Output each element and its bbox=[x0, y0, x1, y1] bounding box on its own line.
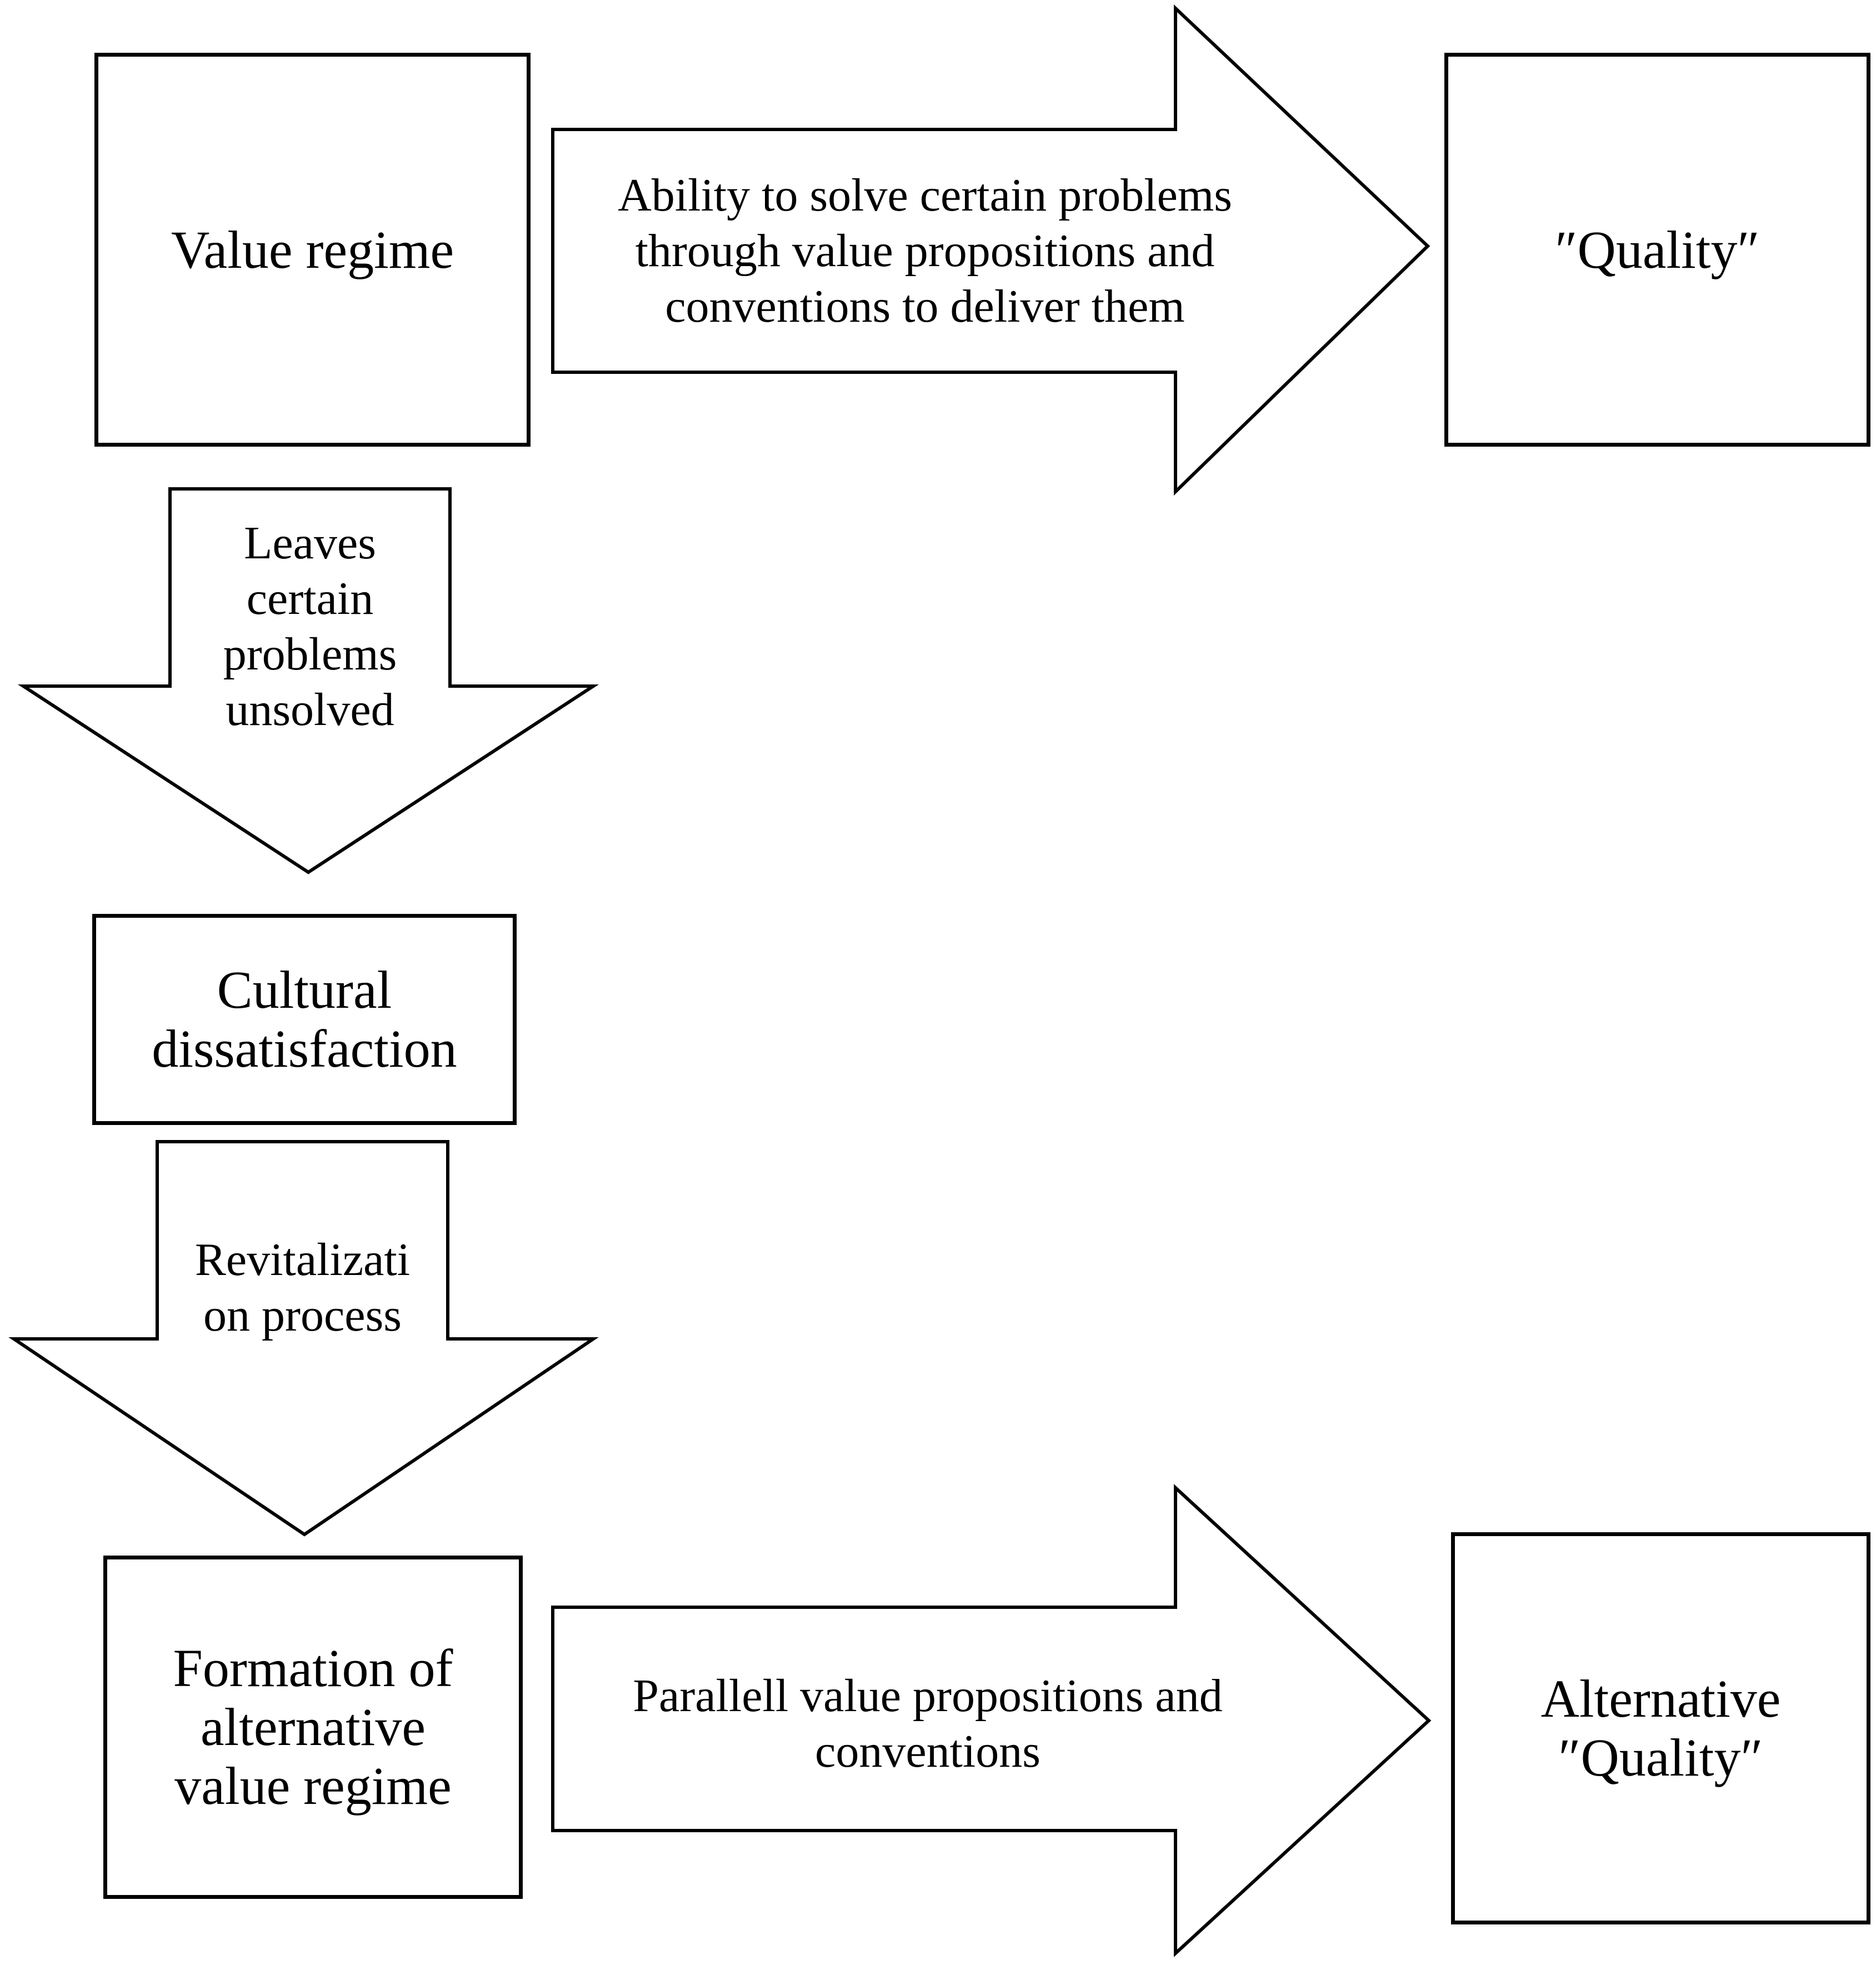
formation-alternative-box: Formation of alternative value regime bbox=[103, 1556, 523, 1899]
ability-arrow-label: Ability to solve certain problems throug… bbox=[553, 129, 1297, 372]
quality-label: ″Quality″ bbox=[1555, 219, 1760, 279]
value-regime-box: Value regime bbox=[94, 53, 531, 447]
parallel-arrow-label: Parallell value propositions and convent… bbox=[633, 1670, 1223, 1777]
alternative-quality-box: Alternative ″Quality″ bbox=[1451, 1532, 1870, 1924]
revitalization-arrow-label: Revitalizati on process bbox=[194, 1234, 411, 1341]
formation-alternative-label: Formation of alternative value regime bbox=[173, 1638, 453, 1816]
leaves-arrow-label: Leaves certain problems unsolved bbox=[223, 517, 397, 736]
down-arrow-shape-leaves bbox=[17, 487, 599, 874]
cultural-dissatisfaction-box: Cultural dissatisfaction bbox=[92, 914, 517, 1125]
value-regime-label: Value regime bbox=[171, 219, 454, 279]
ability-arrow-text: Ability to solve certain problems throug… bbox=[618, 169, 1232, 332]
right-arrow-shape-ability bbox=[551, 4, 1430, 496]
quality-box: ″Quality″ bbox=[1444, 53, 1870, 447]
cultural-dissatisfaction-label: Cultural dissatisfaction bbox=[152, 960, 457, 1078]
right-arrow-shape-parallel bbox=[551, 1484, 1432, 1957]
down-arrow-shape-revitalization bbox=[8, 1140, 599, 1537]
alternative-quality-label: Alternative ″Quality″ bbox=[1540, 1669, 1781, 1787]
